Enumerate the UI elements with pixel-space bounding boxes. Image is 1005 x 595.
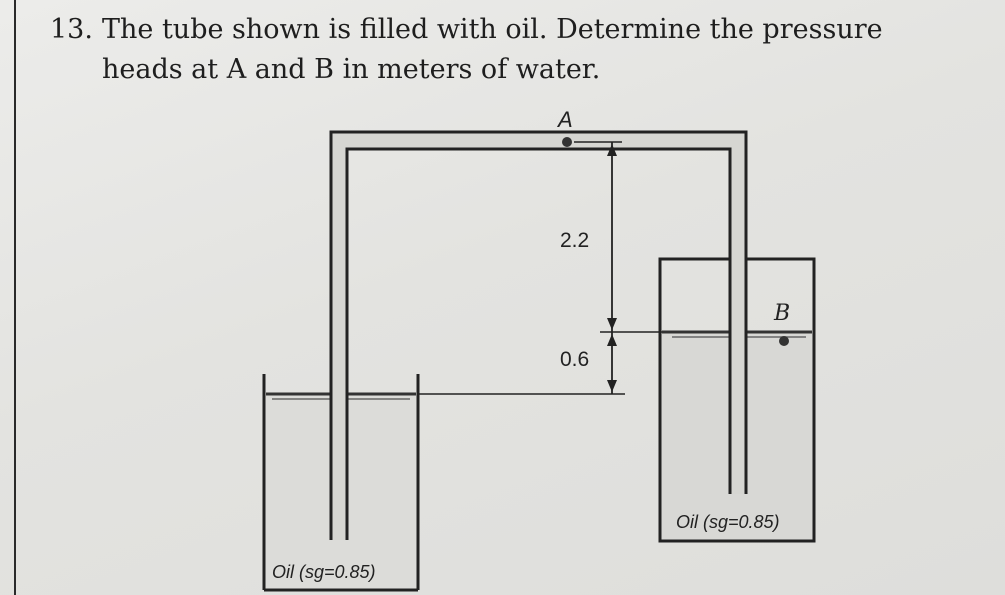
point-b-dot	[779, 336, 789, 346]
problem-statement: 13. The tube shown is filled with oil. De…	[50, 10, 990, 90]
problem-number: 13.	[50, 14, 93, 45]
dimension-lower-label: 0.6	[560, 348, 589, 371]
dim-arrow-top	[607, 144, 617, 156]
left-tank-label: Oil (sg=0.85)	[272, 562, 376, 582]
u-tube	[329, 130, 748, 540]
tube-inner-wall	[345, 147, 732, 540]
dimension-lines	[418, 141, 662, 395]
dim-arrow-mid-down	[607, 334, 617, 346]
problem-line-2: heads at A and B in meters of water.	[102, 54, 601, 85]
problem-line-1: The tube shown is filled with oil. Deter…	[102, 14, 883, 45]
tube-outer-wall	[329, 130, 748, 540]
right-tank-label: Oil (sg=0.85)	[676, 512, 780, 532]
point-a-label: A	[556, 107, 573, 132]
point-a-dot	[562, 137, 572, 147]
page-margin-line	[14, 0, 16, 595]
dim-arrow-bottom	[607, 380, 617, 392]
point-b-label: B	[773, 301, 790, 326]
dimension-upper-label: 2.2	[560, 229, 589, 252]
dim-arrow-mid-up	[607, 318, 617, 330]
